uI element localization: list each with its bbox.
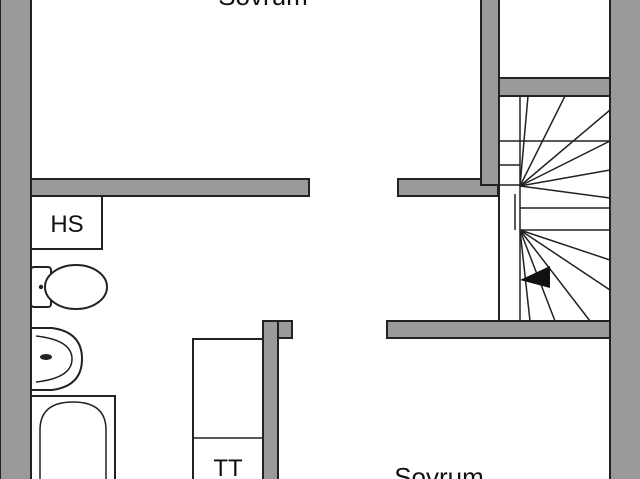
room-label-bedroom-bottom: Sovrum xyxy=(394,462,484,479)
staircase xyxy=(498,95,611,322)
hs-label: HS xyxy=(50,211,83,238)
wall-left-outer xyxy=(0,0,32,479)
sink-icon xyxy=(30,327,84,391)
toilet-icon xyxy=(30,264,108,310)
hs-cabinet xyxy=(30,195,103,250)
wall-bottom-bedroom-top xyxy=(386,320,611,339)
triangle-left-icon xyxy=(520,266,550,288)
bathtub-icon xyxy=(30,395,116,479)
wall-right-outer xyxy=(609,0,640,479)
tt-label: TT xyxy=(213,455,243,479)
wall-closet-left xyxy=(480,0,500,186)
tt-cabinet xyxy=(192,338,264,479)
room-label-bedroom-top: Sovrum xyxy=(218,0,308,11)
wall-top-bedroom-bottom-left xyxy=(30,178,310,197)
wall-closet-bottom xyxy=(498,77,611,97)
wall-corridor-vertical xyxy=(262,320,279,479)
